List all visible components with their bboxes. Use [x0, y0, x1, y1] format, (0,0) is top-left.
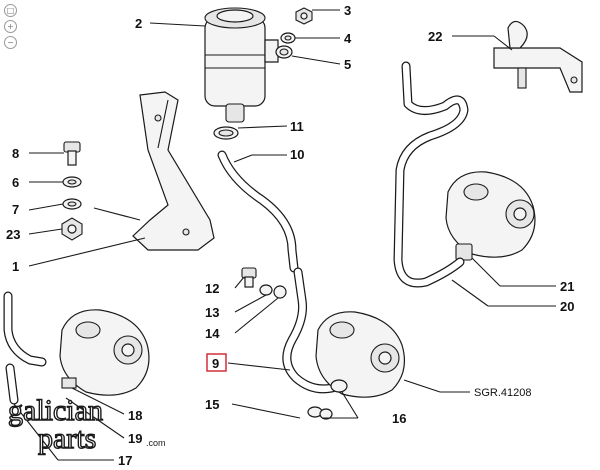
watermark-line2: parts — [38, 422, 96, 455]
callout-12[interactable]: 12 — [205, 281, 219, 296]
pressure-fitting[interactable] — [455, 243, 473, 261]
callout-21[interactable]: 21 — [560, 279, 574, 294]
callout-22[interactable]: 22 — [428, 29, 442, 44]
callout-labels: 2 3 4 5 11 10 8 6 7 23 1 12 13 14 9 15 1… — [6, 3, 574, 468]
zoom-in-icon[interactable]: + — [4, 20, 17, 33]
callout-14[interactable]: 14 — [205, 326, 220, 341]
steering-pump-left[interactable] — [59, 309, 150, 396]
callout-18[interactable]: 18 — [128, 408, 142, 423]
banjo-bolt[interactable] — [241, 267, 257, 288]
callout-2[interactable]: 2 — [135, 16, 142, 31]
sealing-washer-upper[interactable] — [259, 284, 273, 296]
callout-5[interactable]: 5 — [344, 57, 351, 72]
watermark-logo: galician parts .com — [7, 393, 166, 455]
washer[interactable] — [280, 32, 296, 44]
callout-1[interactable]: 1 — [12, 259, 19, 274]
feed-hose[interactable] — [393, 61, 469, 288]
callout-10[interactable]: 10 — [290, 147, 304, 162]
leader-lines — [13, 9, 556, 461]
callout-6[interactable]: 6 — [12, 175, 19, 190]
flat-washer[interactable] — [62, 198, 82, 210]
callout-7[interactable]: 7 — [12, 202, 19, 217]
hose-clamp[interactable] — [213, 126, 239, 140]
mounting-bracket[interactable] — [132, 91, 215, 251]
zoom-controls: □ + − — [4, 4, 18, 52]
callout-17[interactable]: 17 — [118, 453, 132, 468]
callout-19[interactable]: 19 — [128, 431, 142, 446]
return-hose[interactable] — [217, 150, 299, 273]
sealing-washer-lower[interactable] — [273, 285, 287, 299]
callout-23[interactable]: 23 — [6, 227, 20, 242]
callout-8[interactable]: 8 — [12, 146, 19, 161]
callout-3[interactable]: 3 — [344, 3, 351, 18]
callout-15[interactable]: 15 — [205, 397, 219, 412]
bolt[interactable] — [63, 141, 81, 166]
steering-pump-center[interactable] — [307, 311, 405, 420]
left-hose[interactable] — [3, 291, 47, 405]
lock-washer[interactable] — [62, 176, 82, 188]
zoom-fit-icon[interactable]: □ — [4, 4, 17, 17]
diagram-reference: SGR.41208 — [474, 387, 531, 399]
callout-9[interactable]: 9 — [212, 356, 219, 371]
grommet[interactable] — [275, 45, 293, 59]
callout-13[interactable]: 13 — [205, 305, 219, 320]
zoom-out-icon[interactable]: − — [4, 36, 17, 49]
callout-16[interactable]: 16 — [392, 411, 406, 426]
pressure-hose[interactable] — [282, 267, 337, 394]
callout-20[interactable]: 20 — [560, 299, 574, 314]
callout-4[interactable]: 4 — [344, 31, 352, 46]
selected-callout-frame — [206, 353, 227, 372]
hose-support-bracket[interactable] — [493, 20, 583, 93]
watermark-suffix: .com — [146, 438, 166, 448]
watermark-line1: galician — [8, 394, 103, 427]
reservoir[interactable] — [204, 7, 279, 123]
callout-11[interactable]: 11 — [290, 119, 304, 134]
nut[interactable] — [295, 7, 313, 25]
bracket-nut[interactable] — [61, 217, 83, 241]
steering-pump-right[interactable] — [445, 171, 536, 261]
